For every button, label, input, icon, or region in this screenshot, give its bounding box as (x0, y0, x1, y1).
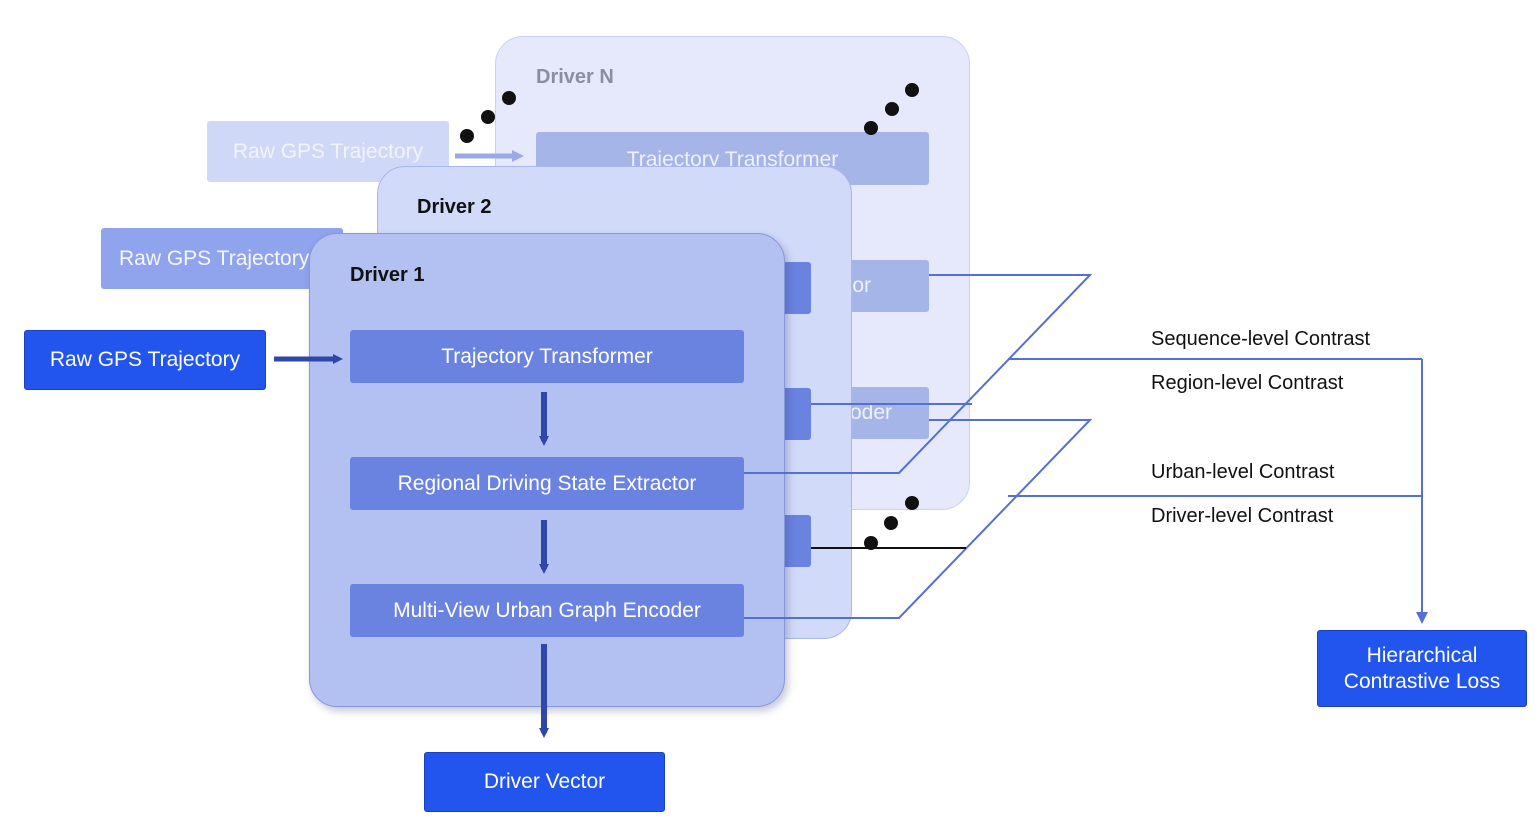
ellipsis-dot (905, 83, 919, 97)
urban-level-contrast-label: Urban-level Contrast (1151, 461, 1335, 483)
ellipsis-dot (905, 496, 919, 510)
loss-label-line-1: Hierarchical (1366, 643, 1478, 667)
ellipsis-dot (864, 536, 878, 550)
regional-driving-state-extractor-box: Regional Driving State Extractor (350, 457, 744, 510)
driver-level-contrast-label: Driver-level Contrast (1151, 505, 1334, 527)
driver-n-title: Driver N (536, 66, 614, 88)
driver-2-stage-2-box (780, 388, 811, 440)
hierarchical-contrastive-loss-box: Hierarchical Contrastive Loss (1317, 630, 1527, 707)
trajectory-transformer-box: Trajectory Transformer (350, 330, 744, 383)
driver-2-stage-1-box (780, 262, 811, 314)
loss-label-line-2: Contrastive Loss (1343, 669, 1501, 693)
driver-2-gps-input: Raw GPS Trajectory (101, 228, 343, 289)
ellipsis-dot (502, 91, 516, 105)
driver-1-title: Driver 1 (350, 264, 425, 286)
driver-vector-output: Driver Vector (424, 752, 665, 812)
region-level-contrast-label: Region-level Contrast (1151, 372, 1344, 394)
ellipsis-dot (885, 102, 899, 116)
contrast-connectors (744, 274, 1428, 624)
driver-2-stage-3-box (780, 515, 811, 567)
ellipsis-dots (460, 83, 919, 550)
driver-1-gps-input: Raw GPS Trajectory (24, 330, 266, 390)
ellipsis-dot (481, 110, 495, 124)
driver-2-title: Driver 2 (417, 196, 492, 218)
multi-view-urban-graph-encoder-box: Multi-View Urban Graph Encoder (350, 584, 744, 637)
ellipsis-dot (884, 516, 898, 530)
driver-n-extractor-connector (744, 274, 1093, 474)
driver-n-encoder-label: oder (850, 401, 893, 424)
sequence-level-contrast-label: Sequence-level Contrast (1151, 328, 1371, 350)
ellipsis-dot (864, 121, 878, 135)
driver-n-encoder-connector (744, 419, 1093, 619)
ellipsis-dot (460, 129, 474, 143)
